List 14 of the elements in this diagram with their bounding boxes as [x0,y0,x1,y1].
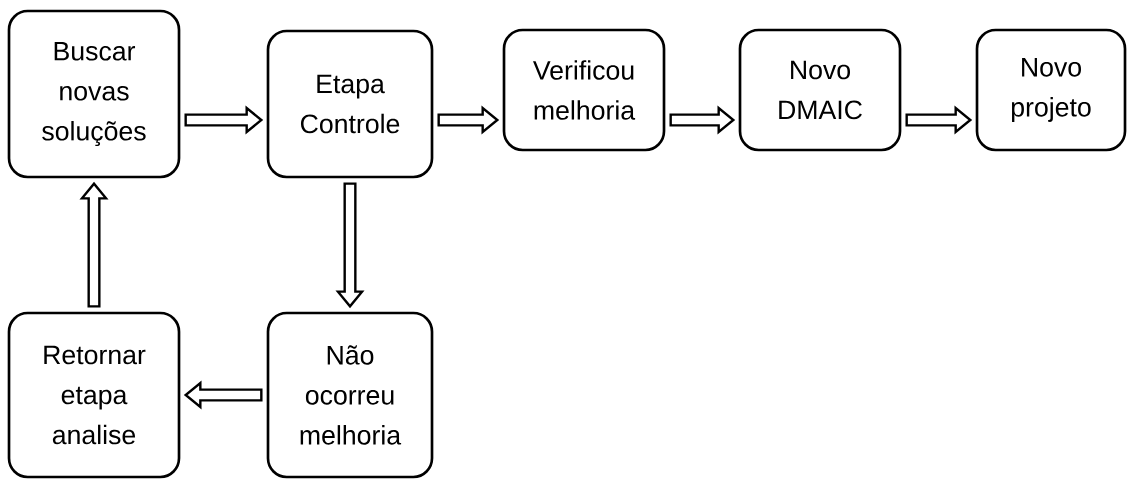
process-box: Novo projeto [975,28,1127,152]
arrow [79,181,109,308]
process-box: Etapa Controle [266,29,434,179]
process-box: Retornar etapa analise [7,311,181,479]
arrow [905,105,973,135]
process-box: Novo DMAIC [738,28,902,152]
arrow [437,105,500,135]
arrow [335,182,365,309]
process-box: Verificou melhoria [502,28,666,152]
process-box: Não ocorreu melhoria [266,311,434,479]
arrow [669,105,736,135]
arrow [184,105,264,135]
process-box: Buscar novas soluções [7,9,181,179]
arrow [183,380,263,410]
